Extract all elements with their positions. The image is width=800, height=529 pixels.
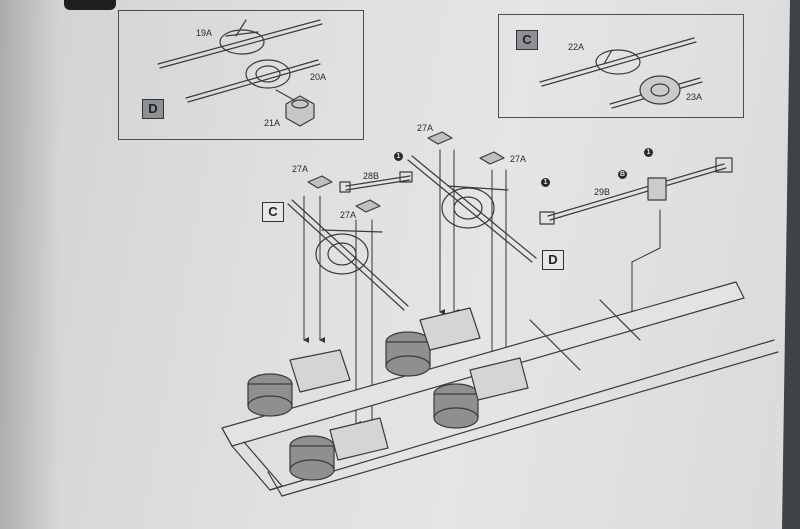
detail-label-d: D: [142, 99, 164, 119]
rear-axle-c: [287, 199, 409, 311]
suspension-bracket-front: [289, 349, 389, 461]
callout-marker-2: 1: [541, 178, 550, 187]
propeller-shaft-29b: [539, 157, 733, 225]
callout-marker-b: B: [618, 170, 627, 179]
axle-housing-22a: [539, 37, 697, 87]
callout-marker-3: 1: [644, 148, 653, 157]
detail-label-c: C: [516, 30, 538, 50]
air-spring-4: [433, 383, 479, 429]
detail-panel-d: [118, 10, 364, 140]
air-spring-2: [385, 331, 431, 377]
ref-label-d: D: [542, 250, 564, 270]
axle-housing-19a: [157, 19, 323, 69]
part-number-27a-left: 27A: [292, 164, 309, 174]
ref-label-c: C: [262, 202, 284, 222]
part-number-22a: 22A: [568, 42, 585, 52]
chassis-frame: [221, 281, 779, 497]
part-number-28b: 28B: [363, 171, 380, 181]
step-number-tab: [64, 0, 116, 10]
suspension-bracket-rear: [419, 307, 529, 401]
drive-shaft-28b: [339, 171, 413, 193]
differential-housing-23a: [609, 75, 703, 109]
part-number-20a: 20A: [310, 72, 327, 82]
part-number-27a-right: 27A: [510, 154, 527, 164]
part-number-21a: 21A: [264, 118, 281, 128]
u-bolt-plate-27a-top: [427, 131, 453, 145]
air-spring-1: [247, 373, 293, 417]
u-bolt-plate-27a-left: [307, 175, 333, 189]
u-bolt-plate-27a-right: [479, 151, 505, 165]
rear-axle-d: [407, 155, 537, 263]
u-bolt-plate-27a-mid: [355, 199, 381, 213]
part-number-27a-mid: 27A: [340, 210, 357, 220]
part-number-29b: 29B: [594, 187, 611, 197]
part-number-23a: 23A: [686, 92, 703, 102]
part-number-19a: 19A: [196, 28, 213, 38]
part-number-27a-top: 27A: [417, 123, 434, 133]
guide-arrows: [303, 149, 661, 427]
callout-marker-1: 1: [394, 152, 403, 161]
air-spring-3: [289, 435, 335, 481]
differential-carrier-21a: [275, 89, 315, 127]
detail-panel-c: [498, 14, 744, 118]
differential-housing-20a: [185, 59, 321, 103]
